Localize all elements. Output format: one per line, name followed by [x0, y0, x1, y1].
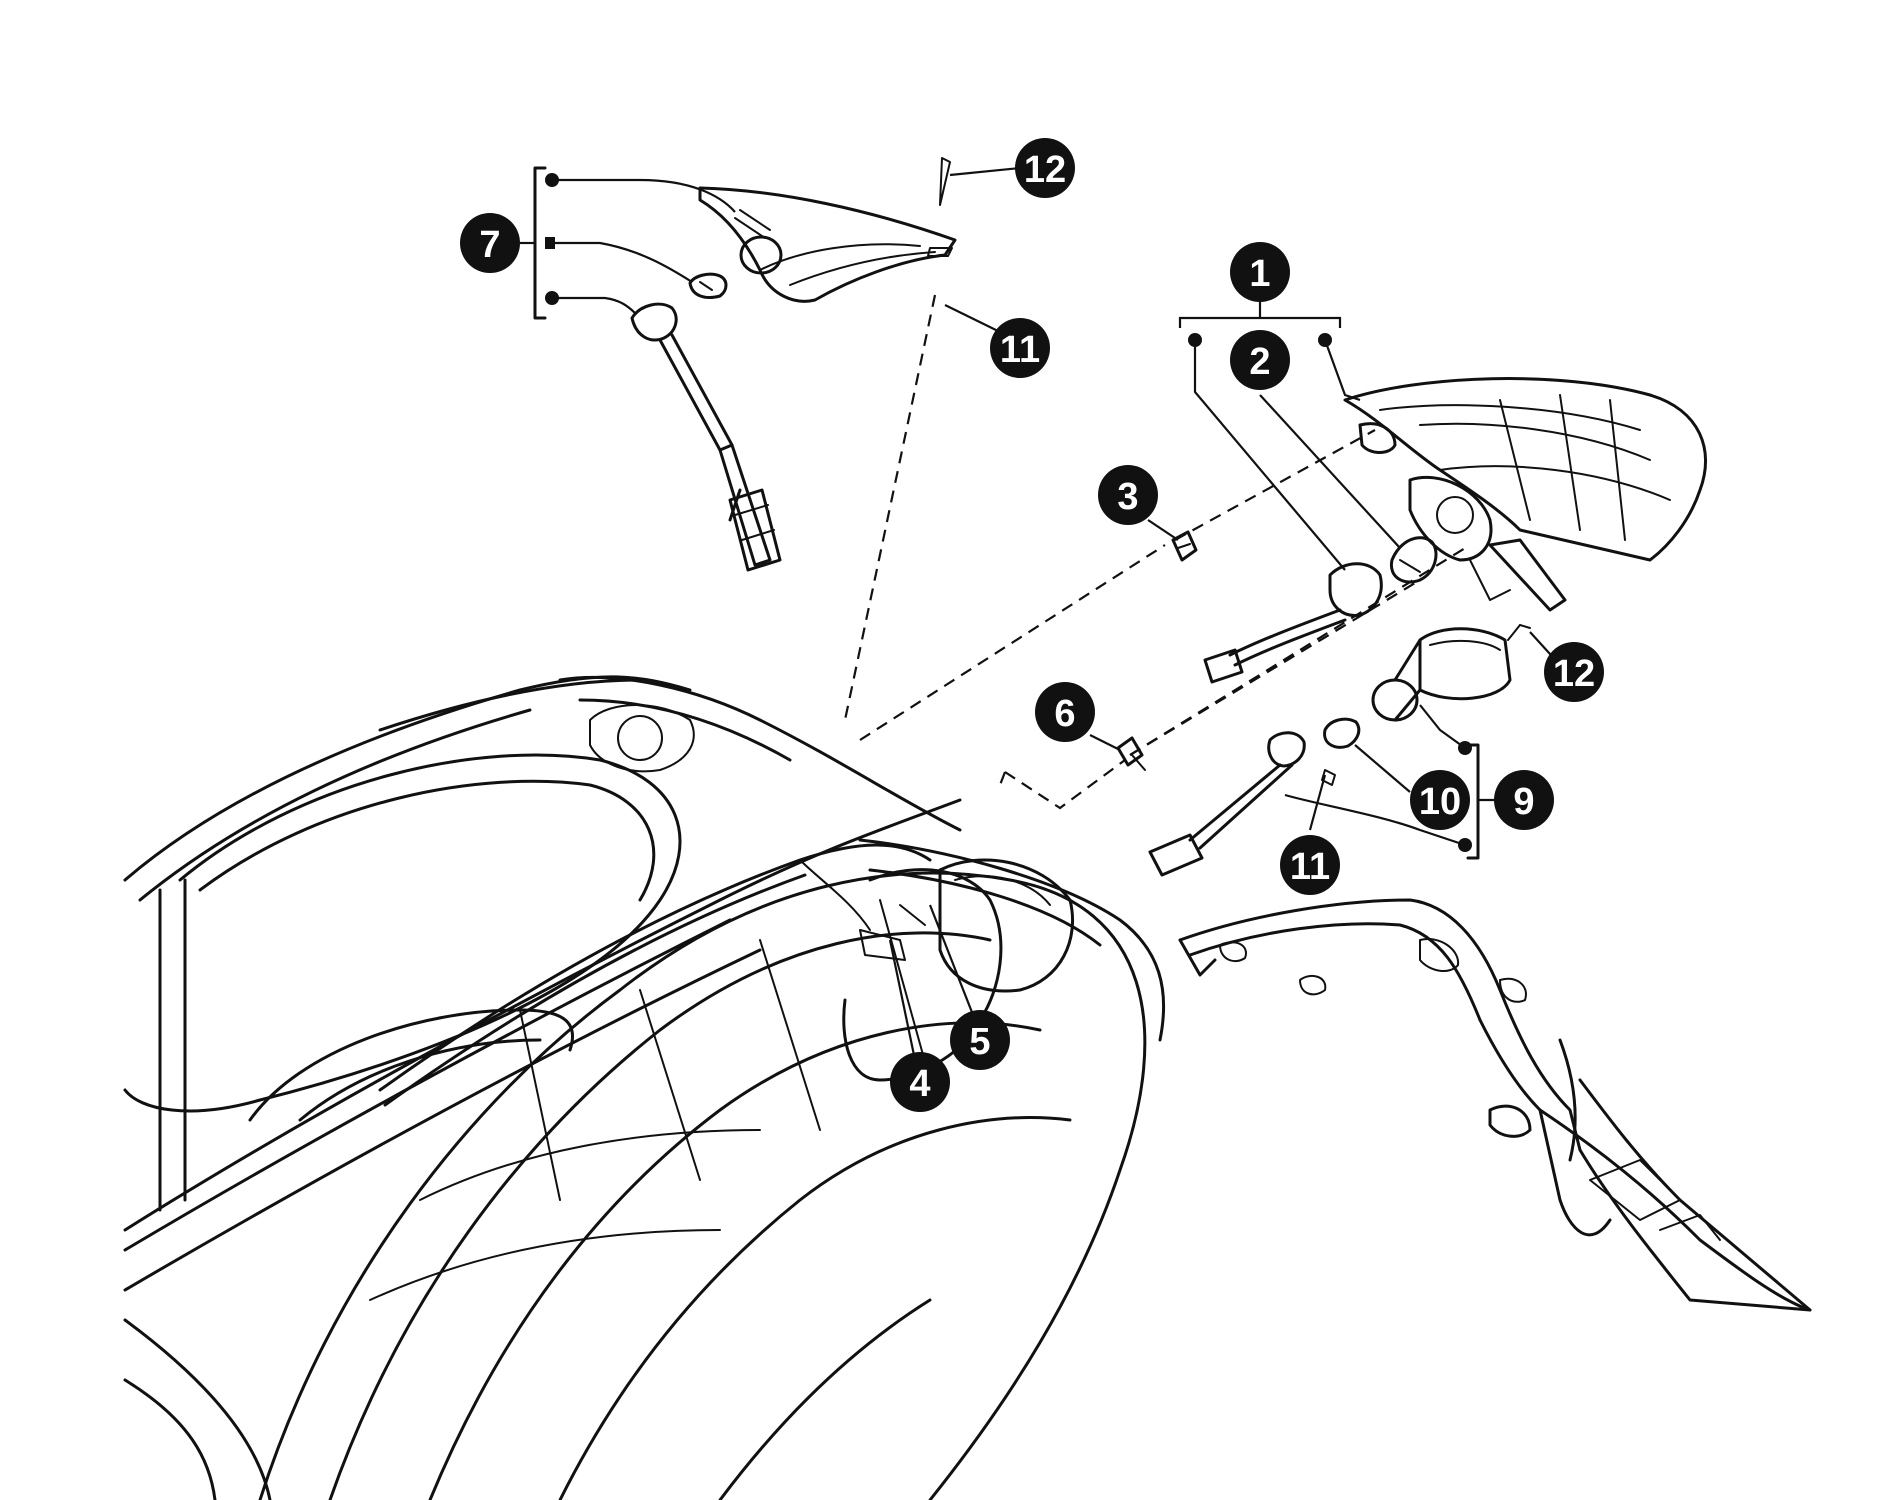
- bulb-2: [1389, 536, 1438, 584]
- callout-4-label: 4: [909, 1063, 930, 1105]
- callout-5: 5: [950, 1010, 1010, 1070]
- callout-2: 2: [1230, 330, 1290, 390]
- callout-10: 10: [1410, 770, 1470, 830]
- callout-12-upper: 12: [1015, 138, 1075, 198]
- callout-12-right-label: 12: [1553, 653, 1595, 695]
- assembly-guide-lines: [843, 294, 1471, 810]
- callout-9: 9: [1494, 770, 1554, 830]
- callout-leaders: [888, 157, 1561, 1061]
- side-panel: [1178, 898, 1812, 1312]
- callout-1-label: 1: [1249, 253, 1270, 295]
- callout-3: 3: [1098, 465, 1158, 525]
- bulb-holder-1: [1203, 562, 1383, 684]
- callout-11-upper-label: 11: [1000, 329, 1040, 371]
- rear-body-frame: [123, 675, 1166, 1500]
- callout-5-label: 5: [969, 1021, 990, 1063]
- callout-11-upper: 11: [990, 318, 1050, 378]
- callout-12-right: 12: [1544, 642, 1604, 702]
- rear-indicator-assembly: [1148, 624, 1531, 877]
- callout-7: 7: [460, 213, 520, 273]
- callout-6-label: 6: [1054, 693, 1075, 735]
- callout-1: 1: [1230, 242, 1290, 302]
- callout-3-label: 3: [1117, 476, 1138, 518]
- callout-11-lower-label: 11: [1290, 846, 1330, 888]
- rear-light-assembly: [1343, 377, 1708, 612]
- callout-12-upper-label: 12: [1024, 149, 1066, 191]
- callout-10-label: 10: [1419, 781, 1461, 823]
- front-indicator-assembly: [520, 166, 957, 572]
- callout-4: 4: [890, 1052, 950, 1112]
- callout-7-label: 7: [479, 224, 500, 266]
- callout-6: 6: [1035, 682, 1095, 742]
- clip-3: [1171, 530, 1198, 562]
- callout-2-label: 2: [1249, 341, 1270, 383]
- callout-11-lower: 11: [1280, 835, 1340, 895]
- clip-6: [1116, 736, 1146, 771]
- callout-9-label: 9: [1513, 781, 1534, 823]
